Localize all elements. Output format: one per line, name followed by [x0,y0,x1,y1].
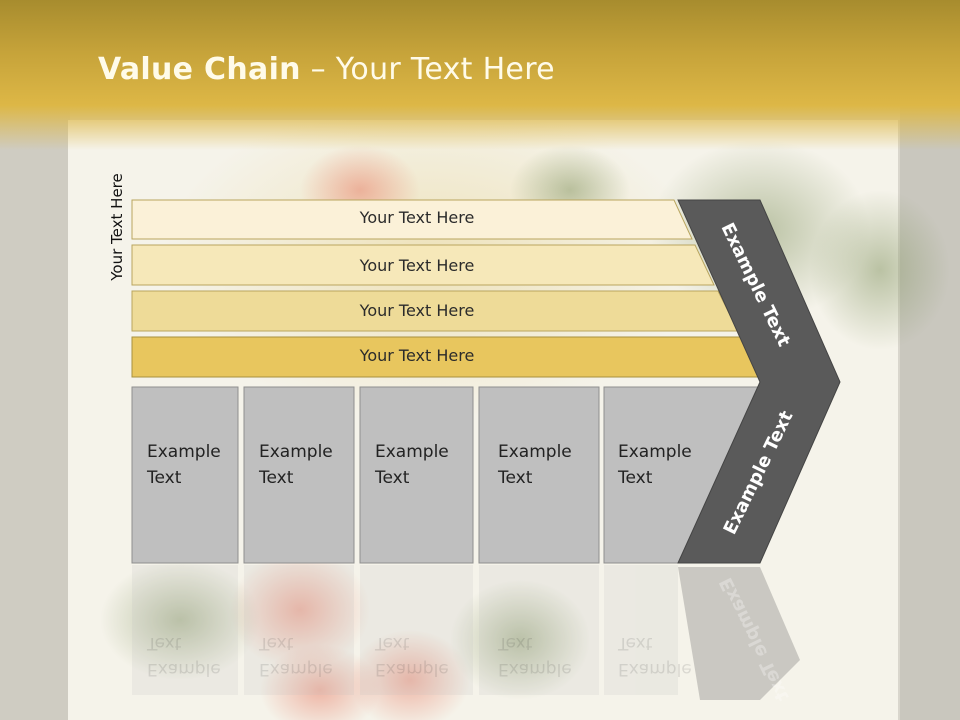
box-5-label: Example Text [618,442,692,488]
title-rest: – Your Text Here [300,52,555,87]
box-4-reflection: Example Text [498,633,572,679]
box-3-reflection: Example Text [375,633,449,679]
box-2-label: Example Text [259,442,333,488]
bar-3-label: Your Text Here [359,301,475,320]
box-4-label: Example Text [498,442,572,488]
box-5-reflection: Example Text [618,633,692,679]
box-4-shape [478,386,600,564]
slide-title: Value Chain – Your Text Here [98,52,555,87]
bar-2-shape [131,244,715,286]
box-1-reflection: Example Text [147,633,221,679]
box-2-reflection: Example Text [259,633,333,679]
bar-2-label: Your Text Here [359,256,475,275]
margin-chevron [677,199,841,564]
box-2-shape [243,386,355,564]
bar-1-label: Your Text Here [359,208,475,227]
bar-4-label: Your Text Here [359,346,475,365]
box-3-shape [359,386,474,564]
box-3-label: Example Text [375,442,449,488]
box-1-shape [131,386,239,564]
box-1-label: Example Text [147,442,221,488]
bar-1-shape [131,199,693,240]
title-bold: Value Chain [98,52,301,87]
title-band [0,0,960,150]
